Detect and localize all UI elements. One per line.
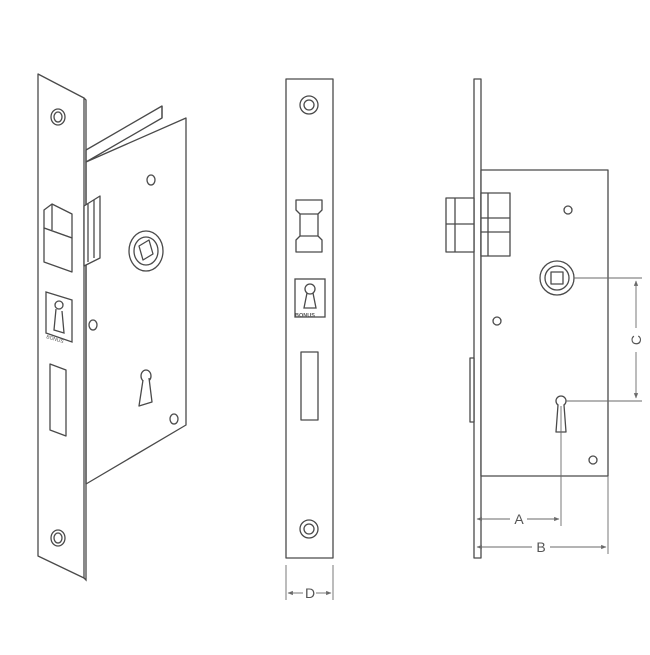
side-latch-bolt — [445, 192, 511, 257]
dimension-c-label: C — [628, 335, 644, 345]
side-bolt-tab — [469, 357, 475, 423]
case-screw-2 — [88, 319, 98, 331]
dimension-d: D — [285, 565, 334, 601]
side-spindle-hub — [539, 260, 575, 296]
faceplate — [37, 73, 85, 579]
spindle-hub — [128, 230, 164, 272]
dimension-c: C — [566, 277, 644, 402]
perspective-view: BONUS — [37, 73, 187, 582]
keyhole — [138, 369, 153, 407]
dimension-a-label: A — [514, 511, 524, 527]
front-screw-hole-bottom — [299, 519, 319, 539]
side-screw-2 — [492, 316, 502, 326]
case-screw-3 — [169, 413, 179, 425]
dimension-b-label: B — [536, 539, 545, 555]
front-screw-hole-top — [299, 95, 319, 115]
side-faceplate-edge — [473, 78, 482, 559]
screw-hole-top — [50, 108, 66, 126]
bolt-slot — [49, 363, 67, 437]
dimension-d-label: D — [305, 585, 315, 601]
front-latch-opening — [295, 199, 323, 253]
latch-bolt — [43, 195, 101, 273]
side-screw-3 — [588, 455, 598, 465]
front-brand-logo: BONUS — [294, 278, 326, 319]
side-case-view: C A B — [445, 78, 644, 559]
screw-hole-bottom — [50, 529, 66, 547]
case-body — [85, 117, 187, 485]
front-bolt-slot — [300, 351, 319, 421]
brand-logo: BONUS — [45, 291, 73, 345]
front-faceplate-view: BONUS D — [285, 78, 334, 601]
faceplate-front — [285, 78, 334, 559]
side-screw-1 — [563, 205, 573, 215]
dimension-b: B — [476, 476, 609, 555]
dimension-a: A — [476, 406, 562, 527]
brand-text: BONUS — [45, 334, 64, 345]
case-screw-1 — [146, 174, 156, 186]
front-brand-text: BONUS — [295, 313, 315, 319]
